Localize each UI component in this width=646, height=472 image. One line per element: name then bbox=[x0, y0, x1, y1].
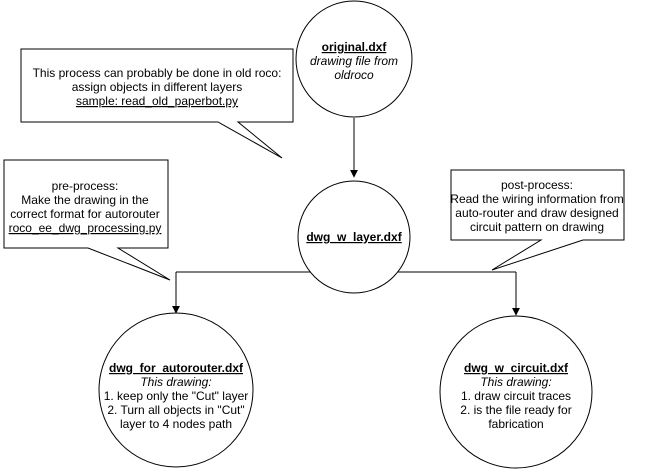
node-line: fabrication bbox=[488, 417, 543, 431]
callout-shape bbox=[20, 48, 294, 159]
node-desc: drawing file from bbox=[310, 54, 398, 68]
node-circle bbox=[439, 315, 593, 469]
node-line: 1. draw circuit traces bbox=[461, 389, 571, 403]
node-filename: dwg_for_autorouter.dxf bbox=[109, 361, 244, 375]
node-subtitle: This drawing: bbox=[480, 375, 551, 389]
node-filename: dwg_w_layer.dxf bbox=[306, 230, 402, 244]
node-circle bbox=[297, 180, 411, 294]
node-circuit: dwg_w_circuit.dxf This drawing: 1. draw … bbox=[439, 315, 593, 469]
callout-line: correct format for autorouter bbox=[10, 207, 159, 221]
node-filename: dwg_w_circuit.dxf bbox=[464, 361, 569, 375]
node-original: original.dxf drawing file from oldroco bbox=[295, 0, 413, 118]
node-line: 2. is the file ready for bbox=[460, 403, 571, 417]
node-filename: original.dxf bbox=[322, 40, 388, 54]
node-line: layer to 4 nodes path bbox=[120, 417, 232, 431]
callout-shape bbox=[450, 169, 625, 271]
callout-post-process: post-process: Read the wiring informatio… bbox=[450, 169, 625, 271]
callout-line: circuit pattern on drawing bbox=[470, 220, 604, 234]
callout-line: Read the wiring information from bbox=[450, 192, 623, 206]
callout-line: post-process: bbox=[501, 178, 573, 192]
node-circle bbox=[98, 312, 254, 468]
callout-line: roco_ee_dwg_processing.py bbox=[9, 221, 162, 235]
node-subtitle: This drawing: bbox=[140, 375, 211, 389]
node-layer: dwg_w_layer.dxf bbox=[297, 180, 411, 294]
callout-line: assign objects in different layers bbox=[72, 80, 243, 94]
node-autorouter: dwg_for_autorouter.dxf This drawing: 1. … bbox=[98, 312, 254, 468]
callout-line: This process can probably be done in old… bbox=[33, 66, 282, 80]
callout-old-roco: This process can probably be done in old… bbox=[20, 48, 294, 159]
callout-line: pre-process: bbox=[52, 179, 119, 193]
callout-pre-process: pre-process: Make the drawing in the cor… bbox=[3, 159, 171, 281]
callout-line: auto-router and draw designed bbox=[455, 206, 618, 220]
node-circle bbox=[295, 0, 413, 118]
callout-line: sample: read_old_paperbot.py bbox=[76, 94, 238, 108]
node-desc: oldroco bbox=[334, 68, 374, 82]
node-line: 1. keep only the "Cut" layer bbox=[104, 389, 249, 403]
callout-shape bbox=[3, 159, 171, 281]
node-line: 2. Turn all objects in "Cut" bbox=[107, 403, 244, 417]
callout-line: Make the drawing in the bbox=[21, 193, 149, 207]
